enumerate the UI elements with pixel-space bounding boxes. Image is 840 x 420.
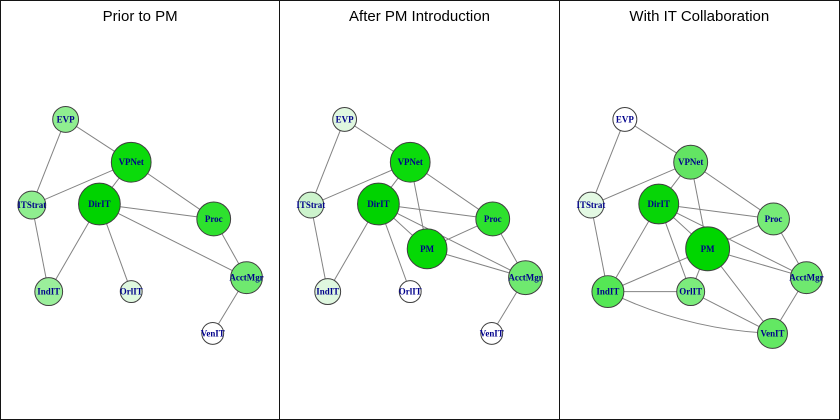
node-ITStrat [297,191,325,219]
node-VenIT [480,321,504,345]
node-ITStrat [577,191,605,219]
node-DirIT [637,183,679,225]
node-IndIT [34,277,64,307]
panel-title: After PM Introduction [349,8,490,25]
node-IndIT [591,275,625,309]
node-VPNet [110,141,152,183]
node-OrlIT [399,280,422,304]
node-EVP [332,106,358,132]
node-AcctMgr [789,261,823,295]
edge-EVP-ITStrat [310,119,346,206]
node-AcctMgr [230,261,263,295]
node-VPNet [672,144,708,180]
edge-ITStrat-IndIT [31,204,50,292]
node-IndIT [314,278,342,306]
edge-IndIT-VenIT [607,291,773,334]
edge-EVP-ITStrat [590,119,625,206]
panel-title: With IT Collaboration [629,8,770,25]
node-DirIT [78,182,121,226]
node-Proc [756,202,790,236]
node-OrlIT [675,277,705,307]
node-AcctMgr [508,260,544,296]
edge-DirIT-AcctMgr [378,203,527,279]
node-Proc [475,201,511,237]
edge-ITStrat-IndIT [310,204,329,292]
node-ITStrat [17,190,47,220]
panel-title: Prior to PM [102,8,178,25]
node-PM [407,228,448,270]
edge-DirIT-AcctMgr [99,203,247,279]
node-VenIT [756,317,788,349]
node-OrlIT [119,280,143,304]
node-VenIT [201,321,225,345]
node-Proc [196,201,232,237]
node-DirIT [357,182,401,226]
node-EVP [612,106,637,132]
node-EVP [52,105,80,133]
node-VPNet [390,141,431,183]
edge-VPNet-ITStrat [590,161,691,206]
edge-DirIT-AcctMgr [658,203,807,279]
edge-EVP-ITStrat [31,119,67,206]
node-PM [684,226,730,272]
